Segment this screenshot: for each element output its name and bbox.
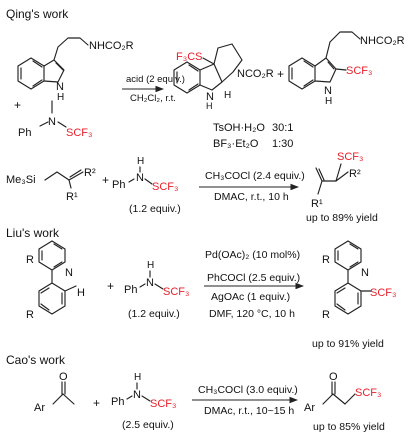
section-title-qing: Qing's work (6, 7, 69, 21)
allyl-r2: R² (84, 167, 96, 179)
allyl-product-scf3: SCF₃ (337, 151, 363, 163)
arrow-liu-1: Pd(OAc)₂ (10 mol%) (205, 249, 300, 261)
allyl-reagent-scf3: SCF₃ (152, 181, 178, 193)
cao-reagent-ph: Ph (111, 396, 124, 408)
plus-sign-5: + (93, 396, 100, 410)
cao-o: O (59, 371, 68, 383)
cao-reagent-h: H (134, 372, 141, 383)
cao-yield: up to 85% yield (313, 421, 385, 433)
liu-product-n: N (361, 267, 369, 279)
allyl-product-r1: R¹ (311, 198, 323, 210)
cao-ar: Ar (34, 402, 45, 414)
cao-reagent-equiv: (2.5 equiv.) (122, 419, 174, 431)
allyl-yield: up to 89% yield (306, 212, 378, 224)
plus-sign-4: + (107, 279, 114, 293)
arrow-liu-4: DMF, 120 °C, 10 h (209, 308, 295, 320)
ratio1-acid: TsOH·H₂O (213, 122, 265, 134)
ratio2-acid: BF₃·Et₂O (213, 138, 259, 150)
liu-reagent-h: H (147, 260, 154, 271)
section-title-liu: Liu's work (6, 226, 60, 240)
liu-product-scf3: SCF₃ (370, 287, 396, 299)
allyl-reagent-ph: Ph (112, 179, 125, 191)
cao-product-ar: Ar (304, 402, 315, 414)
allyl-r1: R¹ (66, 191, 78, 203)
tryptamine-h: H (57, 92, 64, 103)
product1-h-ring: H (224, 90, 231, 101)
cao-reagent-scf3: SCF₃ (150, 398, 176, 410)
liu-reagent-ph: Ph (124, 284, 137, 296)
arrow-cao-top: CH₃COCl (3.0 equiv.) (198, 384, 298, 396)
cao-reagent-n: N (133, 389, 141, 401)
allyl-reagent-equiv: (1.2 equiv.) (129, 203, 181, 215)
arrow-allyl-bottom: DMAC, r.t., 10 h (214, 191, 289, 203)
product1-nco2r: NCO₂R (237, 68, 274, 80)
reagent-ph: Ph (18, 127, 31, 139)
plus-sign-3: + (102, 173, 109, 187)
tryptamine-structure (17, 37, 89, 90)
product2-h: H (325, 96, 332, 107)
liu-product-r-top: R (322, 254, 330, 266)
ratio1-value: 30:1 (272, 122, 293, 134)
liu-product-r-bot: R (322, 309, 330, 321)
liu-sm-r-bot: R (26, 309, 34, 321)
arrow-cao-bottom: DMAc, r.t., 10~15 h (204, 405, 294, 417)
arrow-liu-3: AgOAc (1 equiv.) (211, 291, 290, 303)
cao-product-o: O (329, 371, 338, 383)
tryptamine-n: N (56, 81, 64, 93)
pyrroloindoline-structure (173, 43, 243, 94)
product1-h-nh: H (206, 101, 213, 111)
product1-f3cs: F₃CS (176, 51, 202, 63)
allyl-me3si: Me₃Si (6, 174, 36, 186)
liu-reagent-scf3: SCF₃ (163, 286, 189, 298)
reagent-scf3: SCF₃ (66, 127, 92, 139)
allyl-product-r2: R² (349, 168, 361, 180)
product2-scf3: SCF₃ (346, 65, 372, 77)
liu-sm-r-top: R (26, 254, 34, 266)
ratio2-value: 1:30 (272, 138, 293, 150)
arrow-liu-2: PhCOCl (2.5 equiv.) (207, 272, 300, 284)
liu-product-structure (334, 240, 372, 315)
section-title-cao: Cao's work (6, 353, 66, 367)
arrow-allyl-top: CH₃COCl (2.4 equiv.) (205, 170, 305, 182)
product1-n: N (206, 91, 214, 103)
indole-scf3-structure (288, 31, 361, 90)
plus-sign: + (14, 98, 21, 112)
liu-reagent-equiv: (1.2 equiv.) (128, 308, 180, 320)
cao-product-scf3: SCF₃ (355, 387, 381, 399)
arylpyridine-structure (38, 240, 77, 315)
plus-sign-2: + (277, 67, 284, 81)
allyl-reagent-n: N (136, 172, 144, 184)
allyl-reagent-h: H (137, 156, 144, 167)
tryptamine-nhco2r: NHCO₂R (89, 40, 134, 52)
liu-yield: up to 91% yield (312, 338, 384, 350)
product2-nhco2r: NHCO₂R (360, 35, 405, 47)
liu-reagent-n: N (146, 277, 154, 289)
liu-sm-n: N (65, 267, 73, 279)
liu-sm-h: H (77, 287, 85, 299)
product2-n: N (324, 85, 332, 97)
allyl-product-structure (315, 163, 349, 195)
arrow-qing-bottom: CH₂Cl₂, r.t. (130, 93, 176, 104)
arrow-qing-top: acid (2 equiv.) (126, 74, 185, 85)
reagent-n: N (48, 116, 56, 128)
